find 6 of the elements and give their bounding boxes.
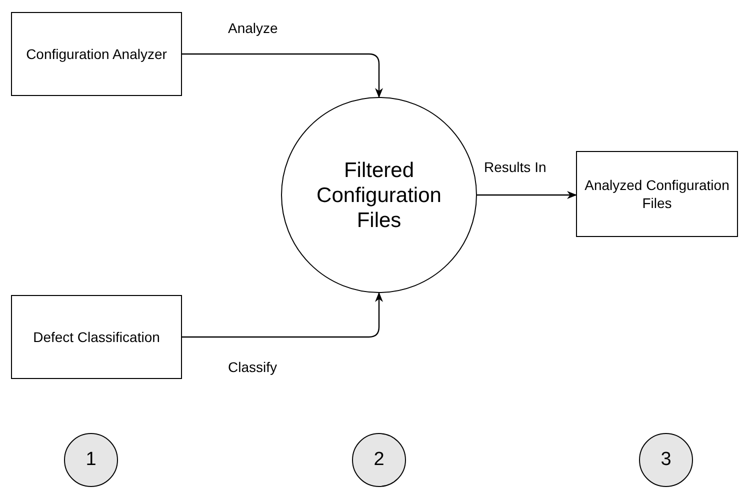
process-box: Analyzed Configuration Files — [576, 151, 738, 237]
process-box: Defect Classification — [11, 295, 182, 379]
process-box: Configuration Analyzer — [11, 12, 182, 96]
arrow — [182, 53, 383, 98]
arrow — [182, 292, 383, 338]
arrow — [477, 191, 577, 199]
